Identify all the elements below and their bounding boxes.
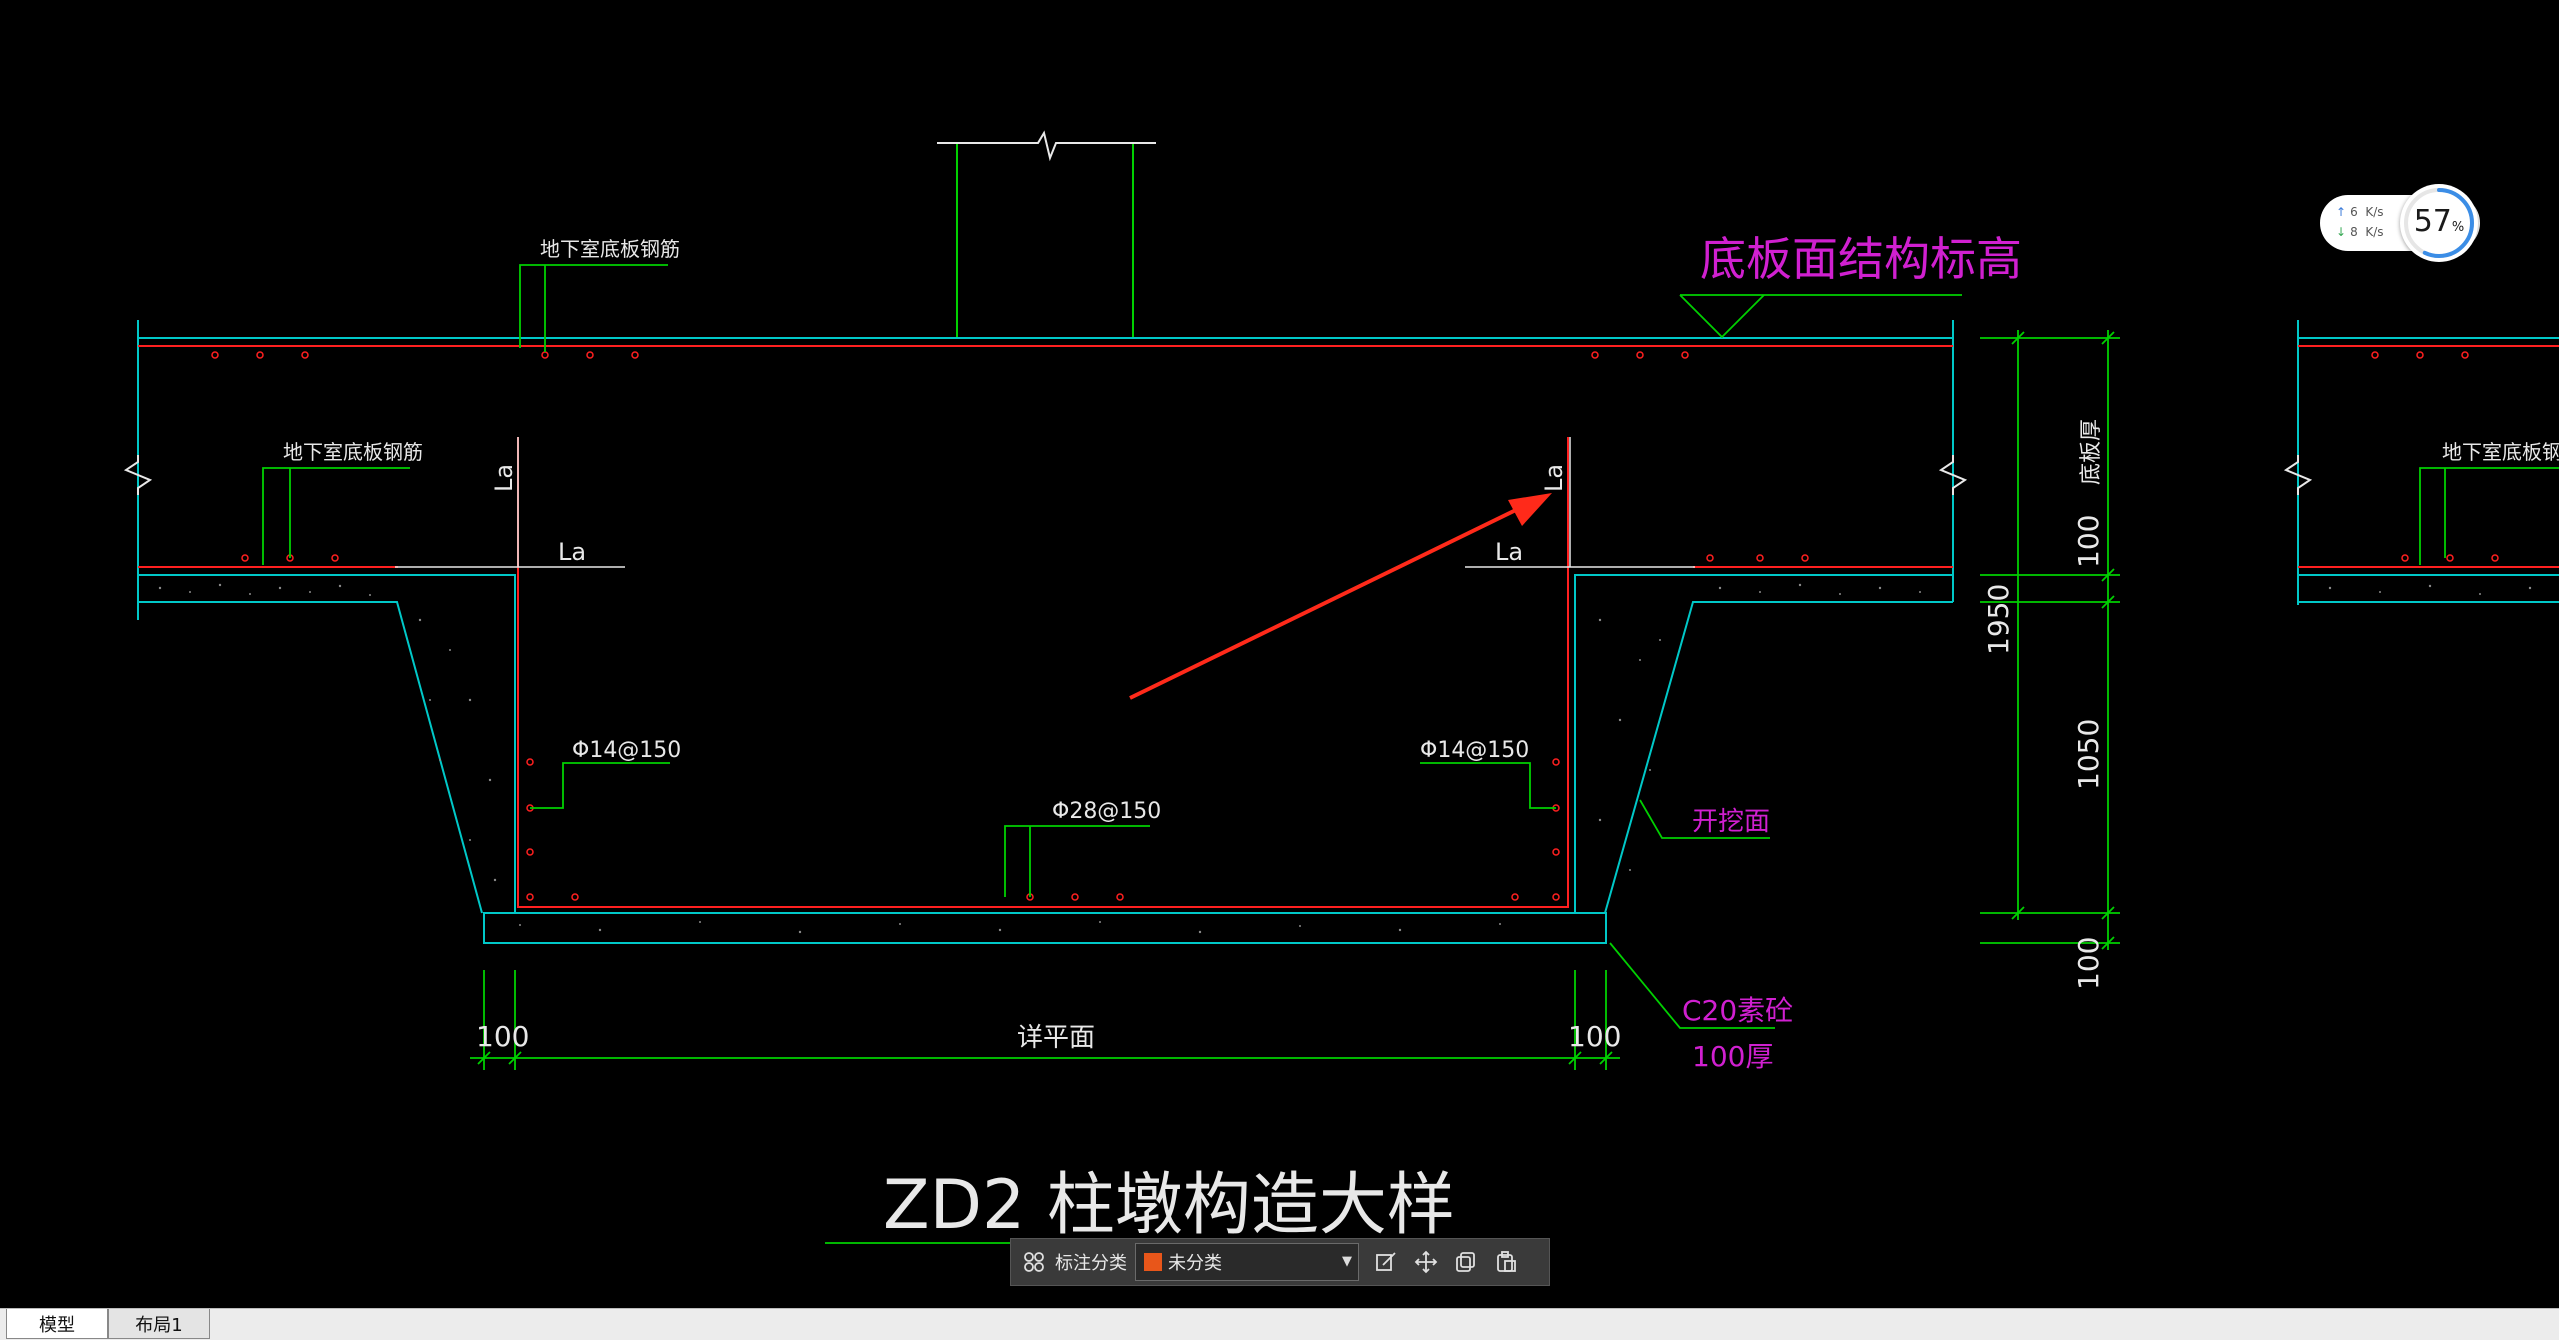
label-dim-bottom: 100 <box>2072 937 2105 990</box>
break-line-right <box>1938 455 1968 495</box>
rebar-dots <box>211 351 2499 901</box>
download-rate: ↓8 K/s <box>2336 225 2384 239</box>
chevron-down-icon: ▼ <box>1342 1254 1352 1269</box>
category-icon[interactable] <box>1017 1245 1051 1279</box>
red-arrow-annotation <box>1129 493 1552 700</box>
annotation-category-value: 未分类 <box>1168 1253 1222 1274</box>
annotation-category-select[interactable]: 未分类 ▼ <box>1135 1243 1359 1281</box>
label-la-vert-right: La <box>1540 464 1568 492</box>
tab-layout1[interactable]: 布局1 <box>108 1309 210 1339</box>
move-icon[interactable] <box>1409 1245 1443 1279</box>
upload-arrow-icon: ↑ <box>2336 205 2347 219</box>
rebar-lines <box>138 345 2559 908</box>
label-rebar-left: Φ14@150 <box>572 738 681 763</box>
dimension-right <box>1980 330 2120 950</box>
label-slab-thickness: 底板厚 <box>2079 419 2104 485</box>
annotation-category-label: 标注分类 <box>1055 1253 1127 1274</box>
column-outline <box>956 143 1134 338</box>
label-la-horiz-right: La <box>1495 538 1523 566</box>
annotation-toolbar: 标注分类 未分类 ▼ <box>1010 1238 1550 1286</box>
copy-icon[interactable] <box>1449 1245 1483 1279</box>
label-basement-slab-rebar-mid: 地下室底板钢筋 <box>283 440 423 464</box>
memory-gauge[interactable]: 57% <box>2400 184 2478 262</box>
label-dim-right: 100 <box>1568 1020 1621 1053</box>
tab-model[interactable]: 模型 <box>6 1309 108 1339</box>
label-rebar-right: Φ14@150 <box>1420 738 1529 763</box>
label-dim-mid: 1050 <box>2072 719 2105 790</box>
label-slab-top-elevation: 底板面结构标高 <box>1700 232 2022 286</box>
label-see-plan: 详平面 <box>1017 1023 1095 1053</box>
label-rebar-bottom: Φ28@150 <box>1052 799 1161 824</box>
drawing-title: ZD2 柱墩构造大样 <box>883 1166 1455 1245</box>
slab-outline <box>137 320 2559 944</box>
label-dim-left: 100 <box>476 1020 529 1053</box>
label-dim-top: 100 <box>2072 515 2105 568</box>
gauge-percent: 57% <box>2413 204 2465 239</box>
layout-tab-bar: 模型 布局1 <box>0 1308 2559 1340</box>
label-la-vert-left: La <box>490 464 518 492</box>
label-concrete-grade: C20素砼 <box>1682 994 1793 1027</box>
label-dim-total: 1950 <box>1982 584 2015 655</box>
label-excavation-face: 开挖面 <box>1692 807 1770 837</box>
label-basement-slab-rebar-right: 地下室底板钢筋 <box>2442 440 2559 464</box>
label-la-horiz-left: La <box>558 538 586 566</box>
category-color-swatch <box>1144 1253 1162 1271</box>
break-line-left <box>123 455 153 495</box>
label-concrete-thickness: 100厚 <box>1692 1040 1773 1073</box>
gauge-ring <box>2404 188 2474 258</box>
concrete-hatching <box>158 583 2532 934</box>
dimension-bottom <box>470 970 1620 1070</box>
break-line-column <box>937 130 1156 162</box>
download-arrow-icon: ↓ <box>2336 225 2347 239</box>
upload-rate: ↑6 K/s <box>2336 205 2384 219</box>
edit-icon[interactable] <box>1369 1245 1403 1279</box>
label-basement-slab-rebar-top: 地下室底板钢筋 <box>540 237 680 261</box>
paste-icon[interactable] <box>1489 1245 1523 1279</box>
break-line-right-partial <box>2283 455 2313 495</box>
